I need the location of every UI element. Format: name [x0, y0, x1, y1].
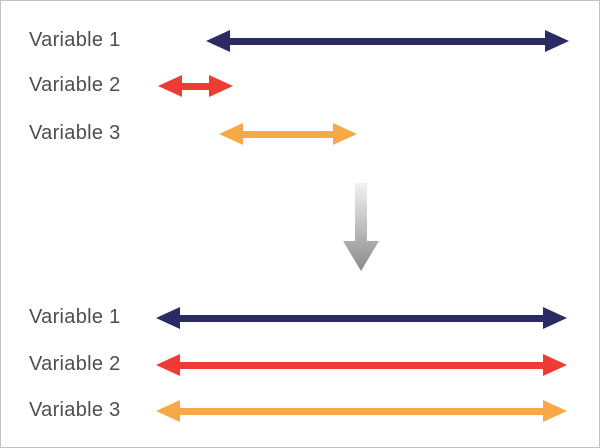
- arrow-shaft: [174, 82, 217, 90]
- transform-down-arrow-icon: [343, 183, 379, 271]
- arrow-shaft: [235, 130, 341, 138]
- arrow-left-head-icon: [156, 307, 180, 329]
- variable-1-label: Variable 1: [29, 29, 121, 52]
- variable-1-label: Variable 1: [29, 306, 121, 329]
- variable-2-range-arrow: [156, 354, 567, 376]
- arrow-shaft: [172, 314, 551, 322]
- variable-2-label: Variable 2: [29, 353, 121, 376]
- variable-2-label: Variable 2: [29, 74, 121, 97]
- variable-1-range-arrow: [156, 307, 567, 329]
- arrow-shaft: [222, 37, 553, 45]
- arrow-shaft: [172, 407, 551, 415]
- arrow-right-head-icon: [333, 123, 357, 145]
- arrow-left-head-icon: [206, 30, 230, 52]
- variable-3-range-arrow: [219, 123, 357, 145]
- variable-3-range-arrow: [156, 400, 567, 422]
- arrow-right-head-icon: [543, 354, 567, 376]
- arrow-right-head-icon: [209, 75, 233, 97]
- variable-1-range-arrow: [206, 30, 569, 52]
- arrow-left-head-icon: [219, 123, 243, 145]
- arrow-left-head-icon: [156, 354, 180, 376]
- variable-3-label: Variable 3: [29, 122, 121, 145]
- arrow-shaft: [172, 361, 551, 369]
- arrow-right-head-icon: [543, 400, 567, 422]
- variable-2-range-arrow: [158, 75, 233, 97]
- variable-3-label: Variable 3: [29, 399, 121, 422]
- arrow-left-head-icon: [156, 400, 180, 422]
- arrow-right-head-icon: [543, 307, 567, 329]
- arrow-left-head-icon: [158, 75, 182, 97]
- arrow-right-head-icon: [545, 30, 569, 52]
